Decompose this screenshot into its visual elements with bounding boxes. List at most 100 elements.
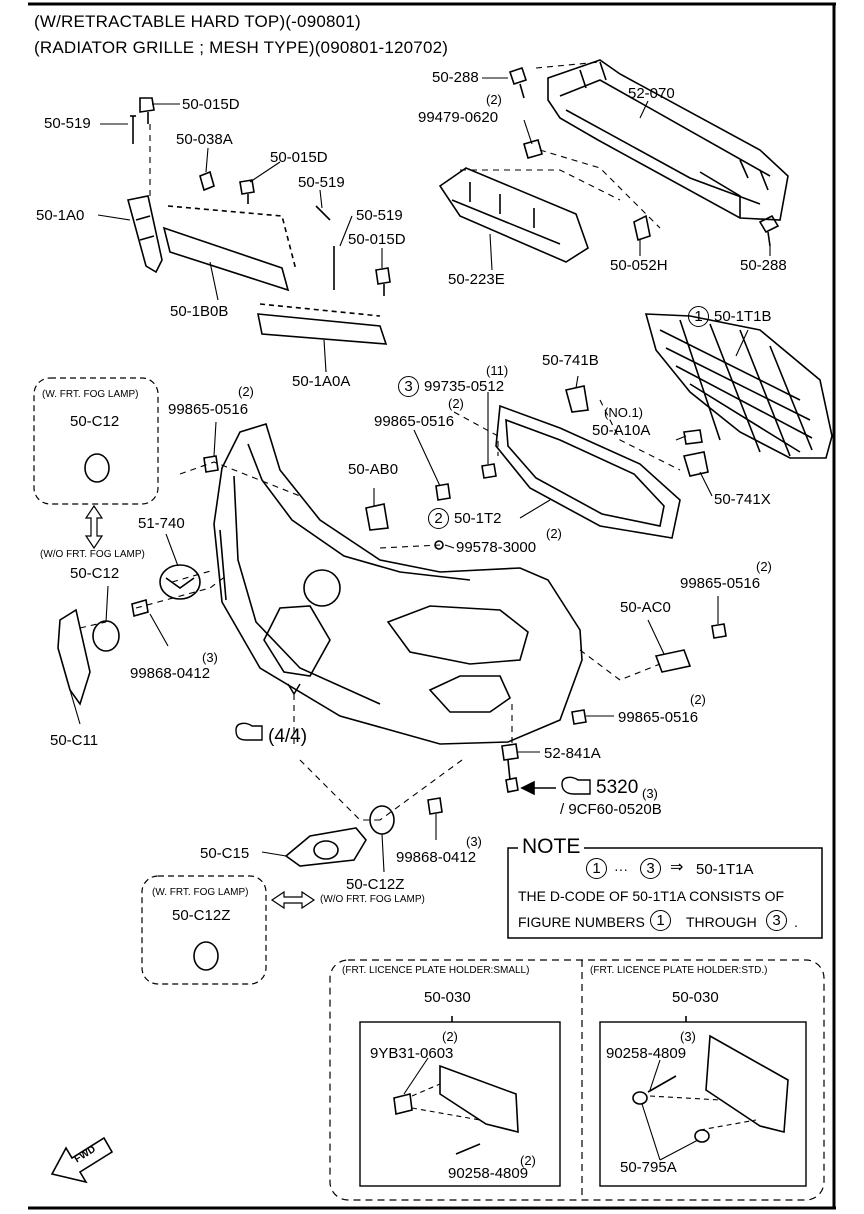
part-50-AC0[interactable]: 50-AC0 [620,599,671,616]
part-50-A10A[interactable]: 50-A10A [592,422,651,439]
part-99735-0512[interactable]: 99735-0512 [424,378,505,395]
bolt-99865-b-drawing [435,483,451,501]
double-arrow-b [270,890,316,910]
deflector-50-1A0A-drawing [257,313,388,345]
trim-50-741X-drawing [682,451,709,477]
clip-50-052H-drawing [633,214,651,242]
trim-50-741B-drawing [565,385,589,413]
grille-frame-50-1T2-drawing [495,404,681,539]
part-99868-0412-b[interactable]: 99868-0412 [396,849,477,866]
fog-box-a-frame [33,377,159,505]
part-9CF60-0520B[interactable]: / 9CF60-0520B [560,801,662,818]
part-99578-3000[interactable]: 99578-3000 [456,539,537,556]
qty-99578: (2) [546,526,562,541]
screw-99868-b-drawing [427,797,443,815]
qty-99868-a: (3) [202,650,218,665]
cover-50-C12Z-box-drawing [193,941,219,971]
reference-4-of-4[interactable]: (4/4) [268,726,308,747]
bolt-99865-c-drawing [711,623,727,639]
part-50-038A[interactable]: 50-038A [176,131,233,148]
licence-small-screw[interactable]: 90258-4809 [448,1165,529,1182]
licence-small-bolt-qty: (2) [442,1029,458,1044]
note-line-3-end: . [794,914,798,930]
part-52-070[interactable]: 52-070 [628,85,675,102]
reference-hand-icon-b [561,776,591,795]
note-figure-from: 1 [586,858,607,879]
bolt-50-015D-a-drawing [139,97,155,124]
licence-std-screw[interactable]: 90258-4809 [606,1045,687,1062]
part-50-015D-b[interactable]: 50-015D [270,149,328,166]
label-wo-fog-lamp-a: (W/O FRT. FOG LAMP) [40,549,145,560]
bracket-50-AC0-drawing [654,649,692,673]
part-99479-0620[interactable]: 99479-0620 [418,109,499,126]
part-50-1T2[interactable]: 50-1T2 [454,510,502,527]
licence-small-title: (FRT. LICENCE PLATE HOLDER:SMALL) [342,965,530,976]
bracket-50-A10A-drawing [683,429,703,445]
part-50-C12-b[interactable]: 50-C12 [70,565,120,582]
part-50-223E[interactable]: 50-223E [448,271,505,288]
figure-number-3: 3 [398,376,419,397]
licence-std-cap[interactable]: 50-795A [620,1159,677,1176]
part-50-741X[interactable]: 50-741X [714,491,771,508]
part-50-288-a[interactable]: 50-288 [432,69,479,86]
reference-5320[interactable]: 5320 [596,777,639,798]
bolt-50-288-b-drawing [758,214,780,247]
note-figure-to: 3 [640,858,661,879]
part-50-015D-c[interactable]: 50-015D [348,231,406,248]
part-99865-0516-b[interactable]: 99865-0516 [374,413,455,430]
pin-50-519-b-drawing [315,205,331,221]
part-50-288-b[interactable]: 50-288 [740,257,787,274]
front-bumper-drawing [213,422,583,745]
bracket-50-AB0-drawing [365,503,389,531]
part-50-AB0[interactable]: 50-AB0 [348,461,399,478]
nut-52-841A-drawing [501,743,519,761]
bracket-50-223E-drawing [438,167,589,263]
clip-50-038A-drawing [199,170,215,192]
part-51-740[interactable]: 51-740 [138,515,185,532]
part-50-1A0[interactable]: 50-1A0 [36,207,85,224]
label-wo-fog-lamp-b: (W/O FRT. FOG LAMP) [320,894,425,905]
screw-99868-a-drawing [131,598,149,618]
grille-mesh-50-1T1B-drawing [644,313,833,459]
qty-99865-b: (2) [448,396,464,411]
note-line3-figure-to: 3 [766,910,787,931]
licence-small-bolt[interactable]: 9YB31-0603 [370,1045,454,1062]
qty-99479: (2) [486,92,502,107]
reference-hand-icon-a [235,722,263,741]
part-50-015D-a[interactable]: 50-015D [182,96,240,113]
note-line-3a: FIGURE NUMBERS [518,914,645,930]
part-99868-0412-a[interactable]: 99868-0412 [130,665,211,682]
qty-99865-a: (2) [238,384,254,399]
part-50-519-a[interactable]: 50-519 [44,115,91,132]
cover-50-1A0-drawing [127,195,163,274]
part-50-741B[interactable]: 50-741B [542,352,599,369]
part-50-1A0A[interactable]: 50-1A0A [292,373,351,390]
emblem-51-740-drawing [159,564,201,600]
part-99865-0516-c[interactable]: 99865-0516 [680,575,761,592]
part-50-C11[interactable]: 50-C11 [50,732,99,749]
note-title: NOTE [518,836,585,857]
part-50-C15[interactable]: 50-C15 [200,845,250,862]
fog-box-a-part[interactable]: 50-C12 [70,413,120,430]
part-50-519-c[interactable]: 50-519 [356,207,403,224]
fog-box-b-part[interactable]: 50-C12Z [172,907,231,924]
part-99865-0516-a[interactable]: 99865-0516 [168,401,249,418]
part-50-1T1B[interactable]: 50-1T1B [714,308,772,325]
reinforcement-beam-drawing [547,59,789,221]
bolt-50-015D-c-drawing [375,267,391,296]
part-50-519-b[interactable]: 50-519 [298,174,345,191]
licence-small-screw-qty: (2) [520,1153,536,1168]
note-result[interactable]: 50-1T1A [696,861,754,878]
part-99865-0516-d[interactable]: 99865-0516 [618,709,699,726]
licence-small-holder-drawing [393,1057,519,1155]
figure-number-1: 1 [688,306,709,327]
bolt-50-015D-b-drawing [239,179,255,204]
licence-std-part[interactable]: 50-030 [672,989,719,1006]
licence-small-part[interactable]: 50-030 [424,989,471,1006]
part-52-841A[interactable]: 52-841A [544,745,601,762]
part-50-052H[interactable]: 50-052H [610,257,668,274]
part-50-C12Z[interactable]: 50-C12Z [346,876,405,893]
header-line-2: (RADIATOR GRILLE ; MESH TYPE)(090801-120… [34,38,449,57]
part-50-1B0B[interactable]: 50-1B0B [170,303,229,320]
